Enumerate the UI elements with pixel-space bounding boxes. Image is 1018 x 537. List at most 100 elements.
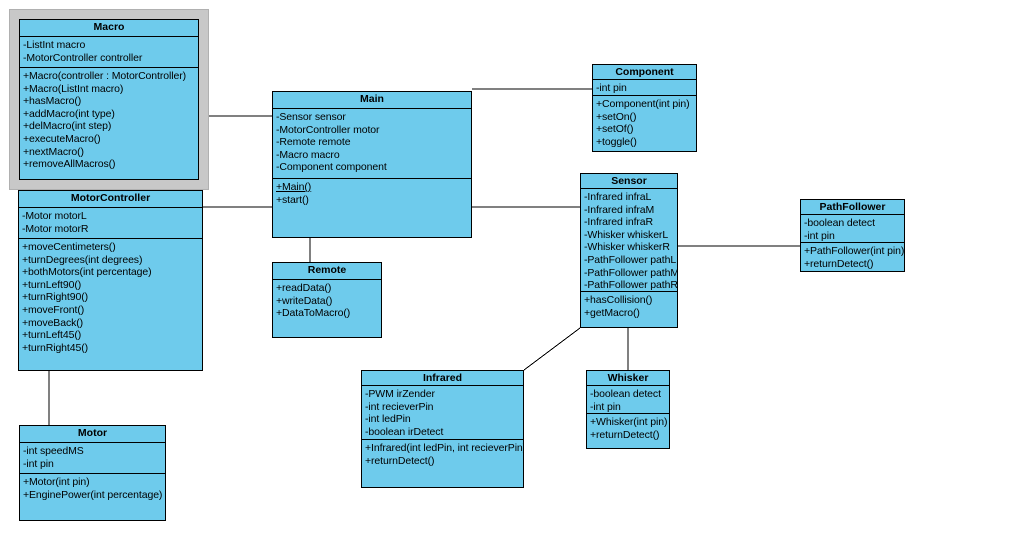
operation: +hasMacro() (23, 95, 82, 108)
class-title-main: Main (273, 92, 471, 109)
operation: +Component(int pin) (596, 98, 690, 110)
operation: +Macro(ListInt macro) (23, 82, 124, 95)
operation: +delMacro(int step) (23, 120, 112, 133)
attribute: -int pin (23, 457, 54, 470)
operation: +readData() (276, 282, 332, 294)
class-operations-motor: +Motor(int pin)+EnginePower(int percenta… (20, 474, 165, 503)
class-title-sensor: Sensor (581, 174, 677, 189)
class-operations-macro: +Macro(controller : MotorController)+Mac… (20, 68, 198, 173)
uml-class-whisker[interactable]: Whisker-boolean detect-int pin+Whisker(i… (586, 370, 670, 449)
attribute: -Sensor sensor (276, 111, 346, 123)
attribute: -Macro macro (276, 148, 340, 161)
operation: +turnRight45() (22, 341, 89, 354)
operation: +setOf() (596, 123, 634, 136)
connector-sensor-infrared[interactable] (523, 327, 581, 371)
class-attributes-motor: -int speedMS-int pin (20, 443, 165, 474)
operation: +getMacro() (584, 306, 640, 319)
attribute: -Infrared infraL (584, 191, 652, 203)
attribute: -boolean irDetect (365, 425, 444, 438)
operation: +nextMacro() (23, 145, 84, 158)
operation: +writeData() (276, 294, 333, 307)
class-operations-pathfollower: +PathFollower(int pin)+returnDetect() (801, 243, 905, 271)
attribute: -ListInt macro (23, 39, 86, 51)
class-attributes-motorcontroller: -Motor motorL-Motor motorR (19, 208, 202, 239)
operation: +executeMacro() (23, 132, 101, 145)
attribute: -PathFollower pathR (584, 279, 678, 292)
operation: +removeAllMacros() (23, 158, 116, 171)
uml-class-pathfollower[interactable]: PathFollower-boolean detect-int pin+Path… (800, 199, 905, 272)
uml-class-macro[interactable]: Macro-ListInt macro-MotorController cont… (19, 19, 199, 180)
operation: +turnRight90() (22, 291, 89, 304)
attribute: -Motor motorL (22, 210, 87, 222)
uml-class-remote[interactable]: Remote+readData()+writeData()+DataToMacr… (272, 262, 382, 338)
attribute: -int pin (596, 82, 627, 94)
class-title-motor: Motor (20, 426, 165, 443)
class-operations-sensor: +hasCollision()+getMacro() (581, 292, 677, 321)
class-operations-remote: +readData()+writeData()+DataToMacro() (273, 280, 381, 322)
operation: +PathFollower(int pin) (804, 245, 905, 257)
uml-class-main[interactable]: Main-Sensor sensor-MotorController motor… (272, 91, 472, 238)
attribute: -int ledPin (365, 413, 411, 426)
operation: +bothMotors(int percentage) (22, 266, 152, 279)
uml-class-motor[interactable]: Motor-int speedMS-int pin+Motor(int pin)… (19, 425, 166, 521)
attribute: -PathFollower pathM (584, 266, 678, 279)
attribute: -MotorController motor (276, 123, 380, 136)
class-title-infrared: Infrared (362, 371, 523, 386)
class-operations-component: +Component(int pin)+setOn()+setOf()+togg… (593, 96, 696, 150)
uml-class-infrared[interactable]: Infrared-PWM irZender-int recieverPin-in… (361, 370, 524, 488)
operation: +returnDetect() (804, 257, 874, 270)
operation: +addMacro(int type) (23, 107, 115, 120)
operation: +toggle() (596, 135, 637, 148)
class-attributes-macro: -ListInt macro-MotorController controlle… (20, 37, 198, 68)
attribute: -int recieverPin (365, 400, 434, 413)
operation: +Whisker(int pin) (590, 416, 668, 428)
class-operations-infrared: +Infrared(int ledPin, int recieverPin)+r… (362, 440, 523, 469)
attribute: -boolean detect (804, 217, 875, 229)
uml-class-component[interactable]: Component-int pin+Component(int pin)+set… (592, 64, 697, 152)
class-attributes-sensor: -Infrared infraL-Infrared infraM-Infrare… (581, 189, 677, 292)
class-operations-main: +Main()+start() (273, 179, 471, 208)
class-title-motorcontroller: MotorController (19, 191, 202, 208)
operation: +setOn() (596, 110, 637, 123)
class-title-whisker: Whisker (587, 371, 669, 386)
class-attributes-main: -Sensor sensor-MotorController motor-Rem… (273, 109, 471, 179)
uml-class-motorcontroller[interactable]: MotorController-Motor motorL-Motor motor… (18, 190, 203, 371)
operation: +turnDegrees(int degrees) (22, 253, 143, 266)
operation: +hasCollision() (584, 294, 653, 306)
uml-class-sensor[interactable]: Sensor-Infrared infraL-Infrared infraM-I… (580, 173, 678, 328)
operation: +DataToMacro() (276, 307, 351, 320)
operation: +returnDetect() (365, 454, 435, 467)
class-operations-motorcontroller: +moveCentimeters()+turnDegrees(int degre… (19, 239, 202, 356)
operation: +Macro(controller : MotorController) (23, 70, 186, 82)
operation: +EnginePower(int percentage) (23, 488, 163, 501)
class-title-pathfollower: PathFollower (801, 200, 904, 215)
attribute: -int speedMS (23, 445, 84, 457)
class-title-component: Component (593, 65, 696, 80)
attribute: -int pin (804, 229, 835, 242)
class-operations-whisker: +Whisker(int pin)+returnDetect() (587, 414, 669, 443)
operation: +moveBack() (22, 316, 84, 329)
attribute: -Whisker whiskerL (584, 228, 669, 241)
operation: +Main() (276, 181, 312, 193)
attribute: -Motor motorR (22, 222, 89, 235)
attribute: -Whisker whiskerR (584, 241, 670, 254)
attribute: -MotorController controller (23, 51, 143, 64)
class-attributes-whisker: -boolean detect-int pin (587, 386, 669, 414)
class-title-remote: Remote (273, 263, 381, 280)
operation: +moveCentimeters() (22, 241, 116, 253)
operation: +Motor(int pin) (23, 476, 90, 488)
operation: +start() (276, 193, 309, 206)
attribute: -boolean detect (590, 388, 661, 400)
attribute: -PWM irZender (365, 388, 435, 400)
attribute: -Component component (276, 161, 387, 174)
class-attributes-component: -int pin (593, 80, 696, 96)
operation: +turnLeft45() (22, 329, 82, 342)
operation: +Infrared(int ledPin, int recieverPin) (365, 442, 524, 454)
class-title-macro: Macro (20, 20, 198, 37)
class-attributes-infrared: -PWM irZender-int recieverPin-int ledPin… (362, 386, 523, 440)
attribute: -PathFollower pathL (584, 253, 677, 266)
attribute: -Remote remote (276, 136, 351, 149)
operation: +moveFront() (22, 303, 85, 316)
class-attributes-pathfollower: -boolean detect-int pin (801, 215, 904, 243)
